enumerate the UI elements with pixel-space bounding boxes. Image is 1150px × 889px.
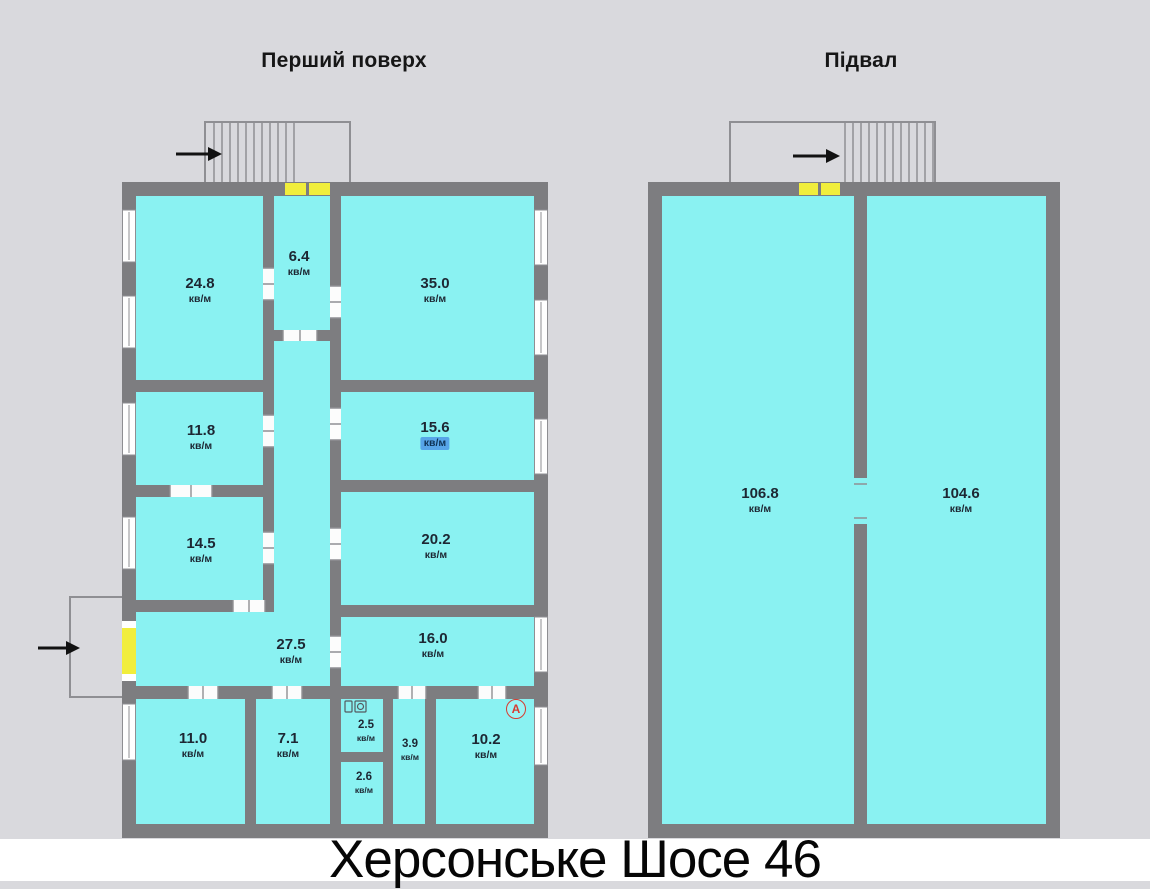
room-label-35-0: 35.0 кв/м <box>420 275 449 305</box>
room-unit: кв/м <box>400 751 420 762</box>
first-floor-plan <box>38 121 548 838</box>
room-label-104-6: 104.6 кв/м <box>942 485 980 515</box>
room-area: 27.5 <box>276 635 306 653</box>
room-unit: кв/м <box>276 747 300 760</box>
room-area: 20.2 <box>421 530 451 548</box>
basement-stairs <box>729 121 936 182</box>
room-area: 106.8 <box>741 484 779 502</box>
room-label-11-0: 11.0 кв/м <box>179 730 207 760</box>
room-label-11-8: 11.8 кв/м <box>187 422 215 452</box>
room-unit: кв/м <box>189 552 213 565</box>
room-label-106-8: 106.8 кв/м <box>741 485 779 515</box>
basement-entrance-door <box>799 183 840 195</box>
room-area: 24.8 <box>185 274 215 292</box>
room-label-2-6: 2.6 кв/м <box>355 771 373 795</box>
room-area: 11.8 <box>186 421 216 439</box>
room-label-15-6: 15.6 кв/м <box>420 418 450 450</box>
address-bar: Херсонське Шосе 46 <box>0 830 1150 889</box>
address-text: Херсонське Шосе 46 <box>329 830 822 889</box>
room-area: 35.0 <box>420 274 450 292</box>
first-floor-title: Перший поверх <box>261 49 427 72</box>
entrance-arrow-icon <box>176 147 222 161</box>
first-floor-stairs <box>204 121 351 182</box>
room-unit: кв/м <box>181 747 205 760</box>
room-unit-highlighted: кв/м <box>420 436 450 450</box>
room-unit: кв/м <box>423 292 447 305</box>
entrance-arrow-icon <box>793 149 840 163</box>
room-unit: кв/м <box>188 292 212 305</box>
room-area: 11.0 <box>178 729 208 747</box>
marker-a-badge: А <box>506 699 526 719</box>
room-unit: кв/м <box>421 647 445 660</box>
room-label-16-0: 16.0 кв/м <box>418 630 447 660</box>
first-floor-windows <box>122 209 548 766</box>
room-area: 3.9 <box>401 738 418 751</box>
room-unit: кв/м <box>424 548 448 561</box>
room-area: 10.2 <box>471 730 501 748</box>
room-label-6-4: 6.4 кв/м <box>288 248 310 278</box>
room-label-10-2: 10.2 кв/м <box>471 731 500 761</box>
basement-title: Підвал <box>824 49 898 72</box>
room-area: 2.6 <box>355 771 372 784</box>
room-label-20-2: 20.2 кв/м <box>421 531 450 561</box>
wc-icon <box>344 700 367 713</box>
room-unit: кв/м <box>279 653 303 666</box>
room-area: 2.5 <box>357 719 374 732</box>
first-floor-walls <box>136 196 534 824</box>
first-floor-entrance-doors <box>122 183 330 681</box>
room-area: 104.6 <box>942 484 980 502</box>
room-label-14-5: 14.5 кв/м <box>186 535 215 565</box>
basement-plan <box>648 121 1060 838</box>
room-label-7-1: 7.1 кв/м <box>277 730 299 760</box>
room-unit: кв/м <box>748 502 772 515</box>
room-unit: кв/м <box>474 748 498 761</box>
room-unit: кв/м <box>287 265 311 278</box>
first-floor-door-openings <box>169 267 507 699</box>
room-label-27-5: 27.5 кв/м <box>276 636 305 666</box>
room-unit: кв/м <box>189 439 213 452</box>
room-area: 14.5 <box>186 534 216 552</box>
room-area: 6.4 <box>288 247 310 265</box>
room-unit: кв/м <box>354 784 374 795</box>
room-unit: кв/м <box>356 732 376 743</box>
room-area: 15.6 <box>420 418 450 436</box>
entrance-arrow-icon <box>38 641 80 655</box>
room-label-2-5: 2.5 кв/м <box>357 719 375 743</box>
basement-walls <box>854 196 867 824</box>
room-label-3-9: 3.9 кв/м <box>401 738 419 762</box>
room-unit: кв/м <box>949 502 973 515</box>
room-area: 7.1 <box>277 729 299 747</box>
room-area: 16.0 <box>418 629 448 647</box>
room-label-24-8: 24.8 кв/м <box>185 275 214 305</box>
